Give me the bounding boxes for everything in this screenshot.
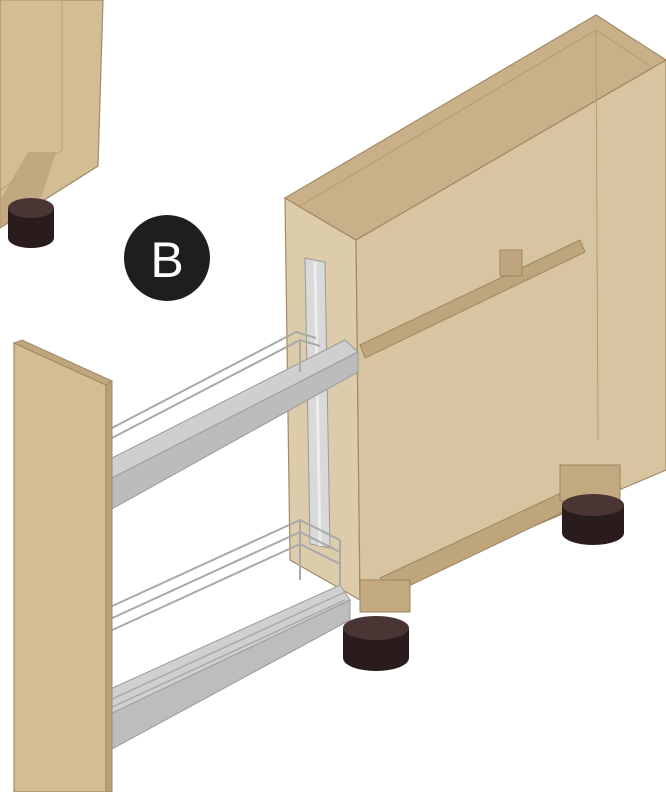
adjacent-cabinet-foot	[8, 198, 54, 248]
step-label: B	[150, 232, 183, 288]
cabinet-foot-back	[562, 494, 624, 545]
step-badge: B	[124, 215, 210, 301]
front-door-panel	[12, 339, 114, 792]
lower-slide-rail	[359, 464, 621, 613]
adjacent-cabinet	[0, 0, 104, 229]
upper-slide-rail	[359, 239, 586, 359]
lower-basket	[107, 518, 351, 751]
upper-basket	[107, 330, 359, 511]
cabinet-foot-front	[343, 616, 409, 671]
